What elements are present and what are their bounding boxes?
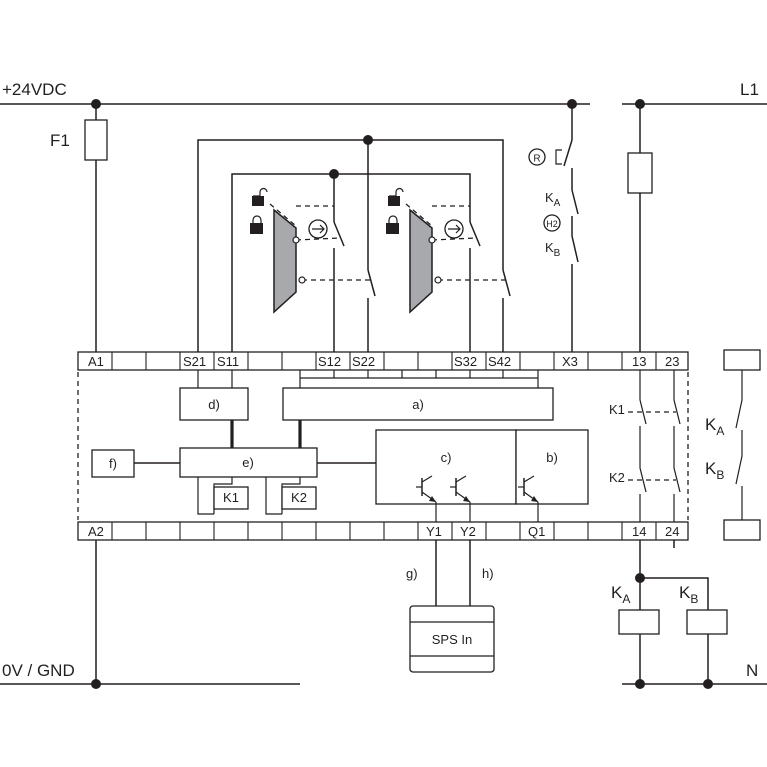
fuse-f1-label: F1 [50, 131, 70, 150]
unlock-icon-body [388, 196, 400, 206]
block-c [375, 429, 517, 505]
relay-k2 [281, 486, 317, 510]
transistor-y1 [416, 475, 437, 522]
output-k1-label: K1 [609, 402, 625, 417]
kb-contact-label: KB [545, 240, 561, 259]
fuse-f1: F1 [50, 104, 108, 684]
unlock-icon [253, 187, 268, 197]
terminal-y2: Y2 [460, 524, 476, 539]
terminal-x3: X3 [562, 354, 578, 369]
top-terminal-strip: A1 S21 S11 S12 S22 S32 S42 X3 13 23 [77, 351, 689, 371]
block-a [282, 387, 554, 421]
transistor-y2 [450, 475, 471, 522]
lamp-h2-icon [543, 214, 561, 232]
terminal-q1: Q1 [528, 524, 545, 539]
door-sensor-2 [386, 187, 507, 314]
terminal-14: 14 [632, 524, 646, 539]
terminal-s12: S12 [318, 354, 341, 369]
line-g-label: g) [406, 566, 418, 581]
terminal-a2: A2 [88, 524, 104, 539]
reset-chain: R KA H2 KB [528, 104, 579, 352]
block-f-label: f) [109, 456, 117, 471]
terminal-y1: Y1 [426, 524, 442, 539]
actuator-1 [273, 208, 297, 314]
unlock-icon [389, 187, 404, 197]
plc-label: SPS In [432, 632, 472, 647]
coil-ka [618, 609, 660, 635]
output-k2-label: K2 [609, 470, 625, 485]
block-b-label: b) [546, 450, 558, 465]
n-label: N [746, 661, 758, 680]
block-c-label: c) [441, 450, 452, 465]
contactor-coils: KA KB [611, 540, 728, 684]
terminal-23: 23 [665, 354, 679, 369]
actuator-2 [409, 208, 433, 314]
terminal-a1: A1 [88, 354, 104, 369]
ext-kb-label: KB [705, 459, 724, 482]
plc-input: g) h) SPS In [406, 540, 495, 673]
lock-icon [252, 215, 262, 224]
lamp-h2-label: H2 [546, 219, 558, 229]
relay-k1 [213, 486, 249, 510]
ext-ka-label: KA [705, 415, 724, 438]
lock-icon-body [386, 223, 399, 234]
coil-kb [686, 609, 728, 635]
terminal-s11: S11 [217, 354, 239, 369]
lock-icon-body [250, 223, 263, 234]
fuse-l1-body [627, 152, 653, 194]
terminal-s22: S22 [352, 354, 375, 369]
lock-icon [388, 215, 398, 224]
block-a-label: a) [412, 397, 424, 412]
coil-kb-label: KB [679, 583, 698, 606]
fuse-l1 [627, 104, 653, 352]
door-sensor-1 [250, 187, 372, 314]
output-contacts: K1 K2 [609, 370, 681, 522]
bottom-terminal-strip: A2 Y1 Y2 Q1 14 24 [77, 521, 689, 541]
block-d-label: d) [208, 397, 220, 412]
block-d [179, 387, 249, 421]
relay-k1-label: K1 [223, 490, 239, 505]
gnd-label: 0V / GND [2, 661, 75, 680]
sensor-wiring [197, 135, 511, 352]
fuse-f1-body [84, 119, 108, 161]
reset-label: R [533, 154, 540, 165]
plus-24v-label: +24VDC [2, 80, 67, 99]
external-contacts: KA KB [705, 349, 761, 541]
terminal-s21: S21 [183, 354, 206, 369]
terminal-s42: S42 [488, 354, 511, 369]
coil-ka-label: KA [611, 583, 630, 606]
block-e-label: e) [242, 455, 254, 470]
terminal-13: 13 [632, 354, 646, 369]
l1-label: L1 [740, 80, 759, 99]
transistor-q1 [518, 475, 539, 522]
ka-contact-label: KA [545, 190, 561, 209]
reset-button-icon [528, 148, 546, 166]
relay-device: A1 S21 S11 S12 S22 S32 S42 X3 13 23 A2 Y… [77, 351, 689, 541]
unlock-icon-body [252, 196, 264, 206]
block-b [515, 429, 589, 505]
terminal-s32: S32 [454, 354, 477, 369]
line-h-label: h) [482, 566, 494, 581]
terminal-24: 24 [665, 524, 679, 539]
relay-k2-label: K2 [291, 490, 307, 505]
